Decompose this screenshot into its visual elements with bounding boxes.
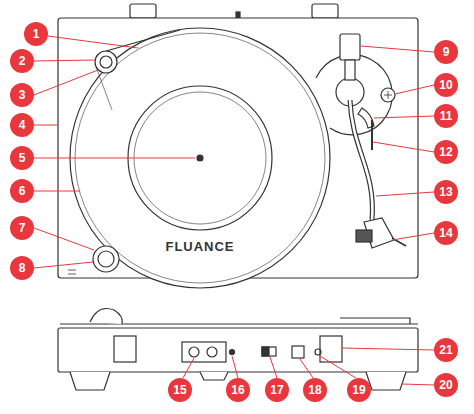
cue-lever xyxy=(371,120,373,150)
callout-number: 4 xyxy=(10,113,34,137)
cartridge xyxy=(356,230,372,242)
anti-skate-knob xyxy=(381,88,395,102)
foot xyxy=(200,372,228,380)
callout-number: 18 xyxy=(303,378,327,402)
callout-number: 8 xyxy=(10,256,34,280)
plinth-detail xyxy=(68,270,76,274)
preamp-switch-toggle xyxy=(262,347,269,356)
brand-name: FLUANCE xyxy=(163,239,236,254)
rca-jack xyxy=(207,347,217,357)
callout-number: 1 xyxy=(24,22,48,46)
callout-number: 2 xyxy=(10,49,34,73)
hinge-slot xyxy=(236,12,240,18)
platter-edge xyxy=(60,323,418,324)
callout-number: 17 xyxy=(265,378,289,402)
callout-number: 9 xyxy=(434,40,458,64)
callout-number: 19 xyxy=(347,378,371,402)
callout-number: 13 xyxy=(434,180,458,204)
pulley xyxy=(95,51,117,73)
preamp-switch xyxy=(262,347,276,356)
leader-lines xyxy=(34,36,434,385)
arm-rear xyxy=(345,60,355,80)
rca-jack xyxy=(189,347,199,357)
callout-number: 12 xyxy=(434,140,458,164)
pulley-hub xyxy=(100,56,112,68)
speed-knob xyxy=(93,246,119,272)
speed-knob-cap xyxy=(98,251,114,267)
callout-number: 14 xyxy=(434,221,458,245)
spindle xyxy=(197,155,203,161)
rear-panel xyxy=(58,328,418,372)
callout-number: 7 xyxy=(10,216,34,240)
foot xyxy=(70,372,110,390)
callout-number: 15 xyxy=(168,378,192,402)
hinge-mount xyxy=(114,336,136,362)
power-input xyxy=(315,349,321,355)
hinge xyxy=(130,4,156,18)
callout-number: 10 xyxy=(434,73,458,97)
tonearm-inner xyxy=(350,100,372,220)
hinge xyxy=(312,4,338,18)
belt xyxy=(106,30,180,51)
tonearm xyxy=(350,100,372,220)
callout-number: 11 xyxy=(434,104,458,128)
anti-skate-mark xyxy=(384,91,392,99)
callout-number: 16 xyxy=(226,378,250,402)
arm-side xyxy=(90,309,122,325)
jack-plate xyxy=(182,342,226,362)
ground-post xyxy=(230,350,235,355)
belt xyxy=(95,64,112,110)
usb-port xyxy=(292,346,304,358)
cover-edge xyxy=(340,318,410,324)
callout-number: 21 xyxy=(434,338,458,362)
counterweight xyxy=(340,34,360,60)
foot xyxy=(366,372,406,390)
callout-number: 6 xyxy=(10,179,34,203)
callout-number: 20 xyxy=(434,373,458,397)
callout-number: 3 xyxy=(10,83,34,107)
callout-number: 5 xyxy=(10,146,34,170)
